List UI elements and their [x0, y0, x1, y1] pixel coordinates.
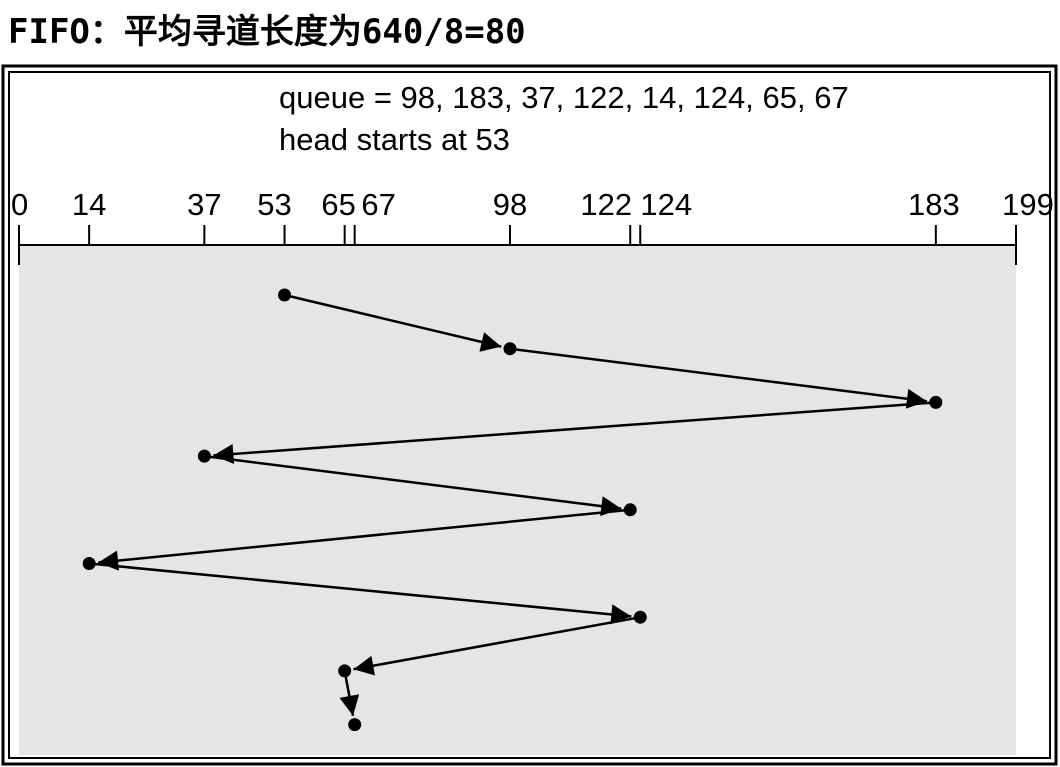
axis-tick-label: 53 — [257, 187, 291, 222]
axis-tick-label: 14 — [72, 187, 106, 222]
axis-tick-label: 183 — [908, 187, 960, 222]
page-title: FIFO：平均寻道长度为640/8=80 — [8, 12, 526, 52]
axis-tick-label: 124 — [640, 187, 692, 222]
request-point — [623, 503, 637, 517]
request-point — [197, 449, 211, 463]
seek-movement-arrow — [97, 508, 631, 571]
axis-tick-label: 122 — [580, 187, 632, 222]
axis-tick-label: 199 — [1002, 187, 1054, 222]
axis-tick-label: 37 — [187, 187, 221, 222]
request-point — [82, 557, 96, 570]
head-start-label: head starts at 53 — [279, 122, 510, 157]
axis-tick-label: 0 — [11, 187, 28, 222]
seek-movement-arrow — [353, 615, 641, 676]
axis-tick-label: 65 — [321, 187, 355, 222]
head-start-point — [278, 288, 292, 302]
seek-movement-arrow — [89, 562, 632, 625]
track-area — [19, 245, 1016, 755]
seek-movement-arrow — [339, 670, 360, 716]
seek-movement-arrow — [509, 347, 928, 409]
queue-label: queue = 98, 183, 37, 122, 14, 124, 65, 6… — [279, 80, 849, 115]
request-point — [503, 342, 517, 356]
request-point — [348, 718, 362, 732]
request-point — [929, 395, 943, 409]
request-point — [633, 610, 647, 624]
seek-movement-arrow — [204, 454, 622, 517]
seek-movement-arrow — [284, 293, 502, 352]
axis-tick-label: 98 — [493, 187, 527, 222]
axis-tick-label: 67 — [361, 187, 395, 222]
seek-movement-arrow — [213, 401, 936, 464]
request-point — [338, 664, 352, 678]
